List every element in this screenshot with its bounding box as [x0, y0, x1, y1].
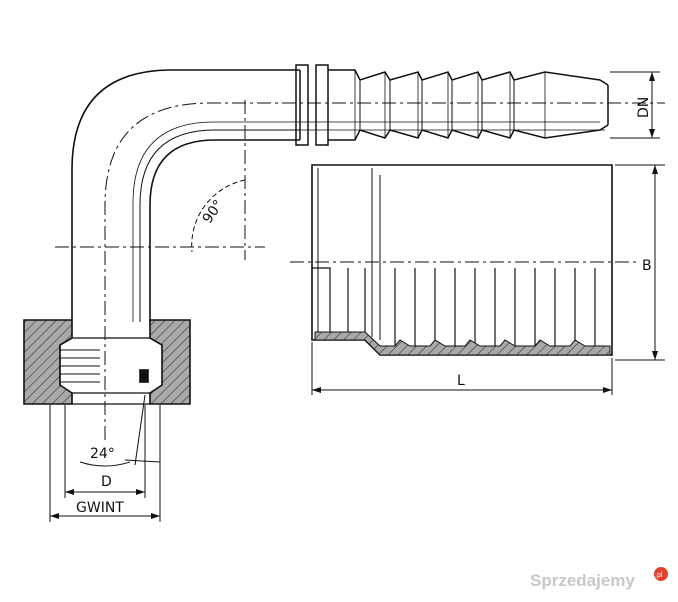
nut-right-half: [149, 319, 191, 405]
cone-angle-leader-2: [124, 459, 161, 463]
nut-seal-ring: [139, 369, 149, 383]
watermark-badge-icon: [654, 567, 668, 581]
cone-angle-arc: [79, 461, 131, 467]
sleeve-outline: [311, 164, 613, 356]
gwint-label: GWINT: [76, 500, 124, 516]
elbow-bore-line-2: [132, 121, 300, 322]
watermark-text: Sprzedajemy: [530, 571, 635, 590]
barb-bottom-profile: [328, 124, 609, 141]
watermark-badge-suffix: .pl: [655, 572, 663, 579]
barb-collar-2: [315, 64, 329, 146]
elbow-outer-wall: [71, 69, 300, 320]
watermark: Sprzedajemy .pl: [530, 567, 668, 590]
barb-collar-1: [295, 64, 309, 146]
elbow-inner-wall: [149, 139, 300, 322]
crimp-sleeve: [311, 164, 613, 356]
dimension-arrows: [50, 72, 658, 519]
angle-bend-label: 90°: [200, 197, 227, 227]
cone-angle-leader-1: [134, 394, 146, 466]
hose-barb-nipple: [295, 64, 609, 146]
nut-left-half: [23, 319, 73, 405]
l-label: L: [457, 373, 465, 389]
elbow-centerline: [104, 102, 665, 440]
sleeve-section-hatch: [314, 331, 611, 356]
bend-angle-arc: [191, 179, 246, 253]
dimension-lines: [49, 71, 665, 522]
sleeve-shoulder: [317, 168, 381, 340]
elbow-fitting: [71, 69, 300, 322]
elbow-bore-line-1: [139, 129, 300, 322]
barb-top-profile: [328, 69, 609, 86]
b-label: B: [642, 258, 652, 274]
sleeve-inner-teeth: [312, 267, 596, 352]
union-nut: [23, 319, 191, 405]
d-label: D: [101, 474, 112, 490]
cone-angle-label: 24°: [90, 446, 115, 462]
dn-label: DN: [636, 97, 652, 118]
